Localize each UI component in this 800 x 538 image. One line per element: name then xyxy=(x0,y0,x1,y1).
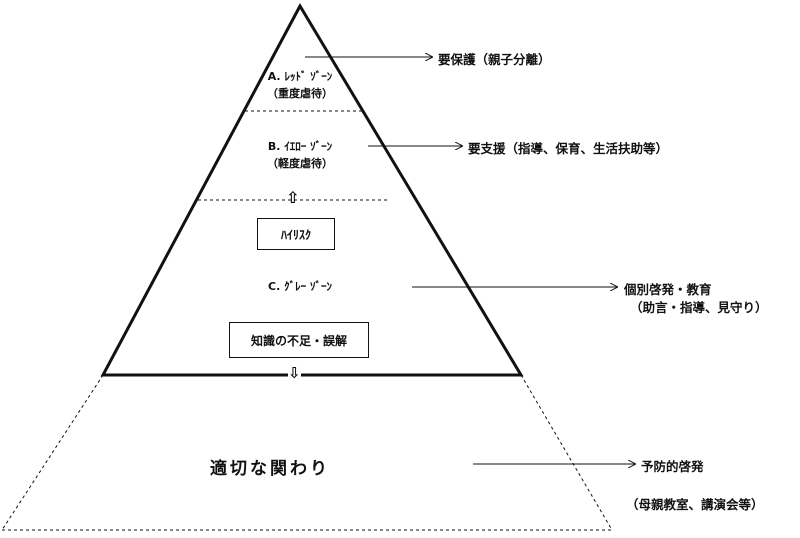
red-zone-label: A. ﾚｯﾄﾞ ｿﾞｰﾝ （重度虐待） xyxy=(246,68,354,102)
base-left-edge xyxy=(1,374,104,531)
base-zone-label: 適切な関わり xyxy=(210,459,330,479)
yellow-zone-subtitle: （軽度虐待） xyxy=(267,157,333,170)
base-right-edge xyxy=(520,374,613,531)
gray-zone-action-sub: （助言・指導、見守り） xyxy=(630,300,768,315)
down-arrow-icon: ⇩ xyxy=(288,364,301,382)
base-zone-action-sub: （母親教室、講演会等） xyxy=(626,497,764,512)
red-zone-title: A. ﾚｯﾄﾞ ｿﾞｰﾝ xyxy=(267,70,333,83)
yellow-zone-title: B. ｲｴﾛｰ ｿﾞｰﾝ xyxy=(267,140,333,153)
yellow-zone-action: 要支援（指導、保育、生活扶助等） xyxy=(468,141,669,156)
pyramid-outline xyxy=(100,2,524,377)
red-zone-action: 要保護（親子分離） xyxy=(438,52,551,67)
red-zone-subtitle: （重度虐待） xyxy=(267,87,333,100)
base-zone-action: 予防的啓発 xyxy=(641,459,704,474)
gray-zone-label: C. ｸﾞﾚｰ ｿﾞｰﾝ xyxy=(268,280,332,293)
yellow-zone-label: B. ｲｴﾛｰ ｿﾞｰﾝ （軽度虐待） xyxy=(246,138,354,172)
knowledge-box: 知識の不足・誤解 xyxy=(229,322,369,358)
up-arrow-icon: ⇧ xyxy=(286,188,300,207)
gray-zone-action: 個別啓発・教育 xyxy=(624,282,712,297)
high-risk-box: ﾊｲﾘｽｸ xyxy=(257,218,335,250)
